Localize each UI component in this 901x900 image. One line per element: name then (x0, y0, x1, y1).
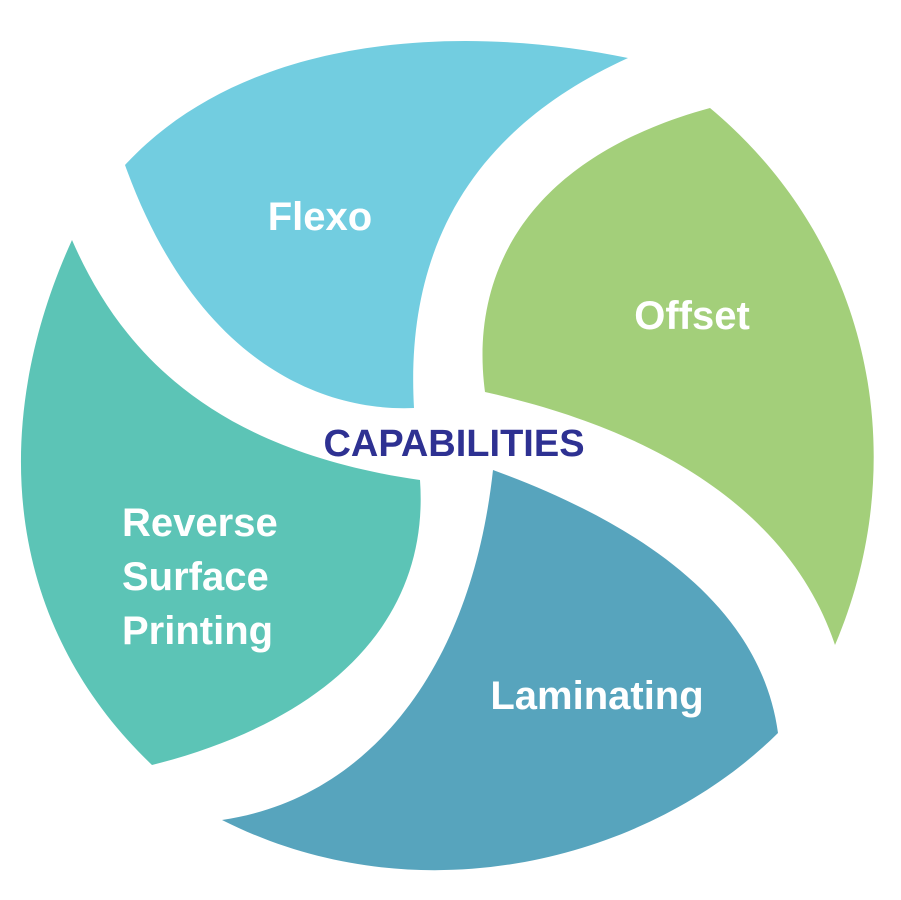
laminating-label: Laminating (490, 674, 703, 718)
reverse-surface-printing-segment (20, 240, 421, 765)
center-title: CAPABILITIES (323, 423, 584, 465)
flexo-segment (125, 41, 628, 409)
reverse-label-line-2: Surface (122, 555, 269, 599)
laminating-segment (222, 470, 778, 871)
reverse-surface-printing-label: Reverse Surface Printing (122, 501, 289, 653)
reverse-label-line-1: Reverse (122, 501, 278, 545)
reverse-label-line-3: Printing (122, 609, 273, 653)
offset-segment (482, 108, 874, 645)
flexo-label: Flexo (268, 195, 372, 239)
offset-label: Offset (634, 294, 750, 338)
